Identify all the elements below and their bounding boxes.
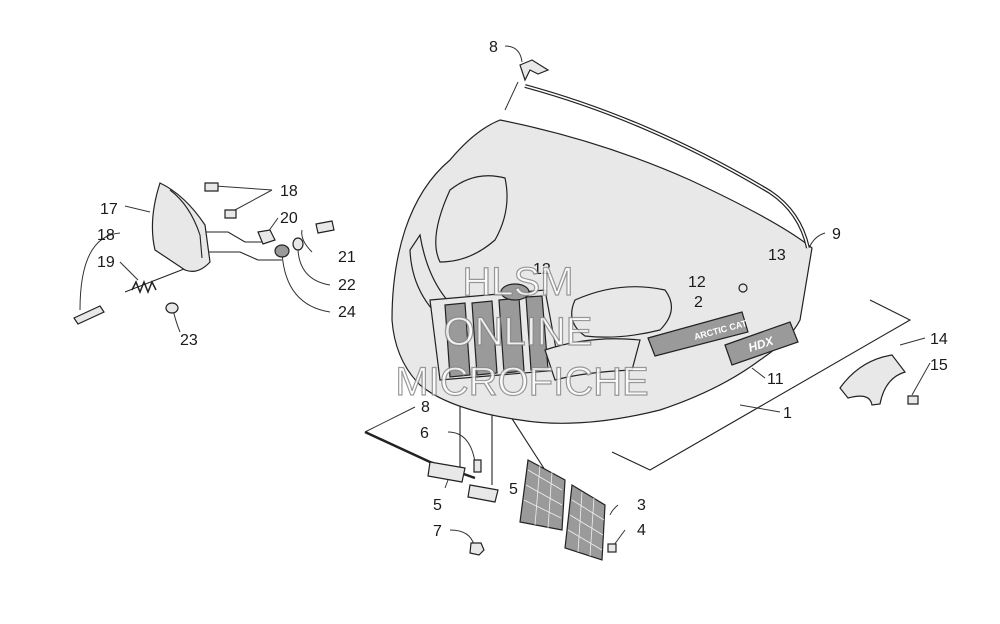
washer-upper	[292, 237, 304, 251]
watermark-line-3: MICROFICHE	[395, 360, 648, 404]
adjuster-spring	[131, 279, 157, 295]
latch-screw	[907, 395, 919, 405]
bracket-right	[467, 484, 499, 503]
label-part-15: 14	[930, 331, 948, 348]
trim-clip	[519, 59, 550, 82]
label-part-16: 15	[930, 357, 948, 374]
label-part-2: 2	[694, 294, 703, 311]
headlight-screw-lower	[224, 209, 237, 219]
label-part-6: 6	[420, 425, 429, 442]
label-part-21: 20	[280, 210, 298, 227]
hood-body	[391, 119, 813, 424]
label-part-20: 19	[97, 254, 115, 271]
bracket-left	[427, 461, 466, 483]
label-part-14: 13	[768, 247, 786, 264]
watermark-line-2: ONLINE	[444, 310, 593, 354]
bracket-bolt	[473, 459, 482, 473]
label-part-19: 18	[97, 227, 115, 244]
grille-slats	[444, 295, 549, 378]
mount-bolt	[315, 220, 335, 234]
label-part-23a: 22	[338, 277, 356, 294]
mount-nut	[257, 229, 276, 245]
label-part-24: 24	[338, 304, 356, 321]
label-part-13: 12	[533, 261, 551, 278]
label-part-9: 8	[489, 39, 498, 56]
label-part-3: 3	[637, 497, 646, 514]
part-number-labels: 8 9 13 12 2 12 11 14 15 1 3 4 8 6 5 5 7 …	[97, 39, 948, 540]
label-part-10: 9	[832, 226, 841, 243]
arctic-cat-decal	[647, 311, 749, 357]
watermark: HLSM ONLINE MICROFICHE	[395, 259, 650, 404]
grommet	[274, 244, 290, 258]
label-part-18: 18	[280, 183, 298, 200]
label-part-8: 8	[421, 399, 430, 416]
label-part-11: 11	[767, 371, 784, 388]
headlight-screw-upper	[204, 182, 219, 192]
hood-base-outline	[611, 299, 912, 471]
label-part-17: 17	[100, 201, 118, 218]
headlight	[151, 182, 211, 272]
watermark-line-1: HLSM	[462, 260, 573, 304]
label-part-7: 7	[433, 523, 442, 540]
label-part-5b: 5	[509, 481, 518, 498]
label-part-23b: 23	[180, 332, 198, 349]
washer-lower	[165, 302, 179, 314]
hdx-decal	[724, 321, 799, 366]
label-part-22: 21	[338, 249, 356, 266]
emblem	[500, 283, 530, 301]
label-part-1: 1	[783, 405, 792, 422]
screen-clip	[607, 543, 617, 553]
grille-screen	[519, 459, 606, 561]
label-part-5a: 5	[433, 497, 442, 514]
label-part-12: 12	[688, 274, 706, 291]
bracket-nut	[469, 542, 485, 556]
adjuster-screw	[73, 305, 105, 325]
label-part-4: 4	[637, 522, 646, 539]
hood-fastener	[738, 283, 748, 293]
hood-latch	[839, 354, 907, 406]
